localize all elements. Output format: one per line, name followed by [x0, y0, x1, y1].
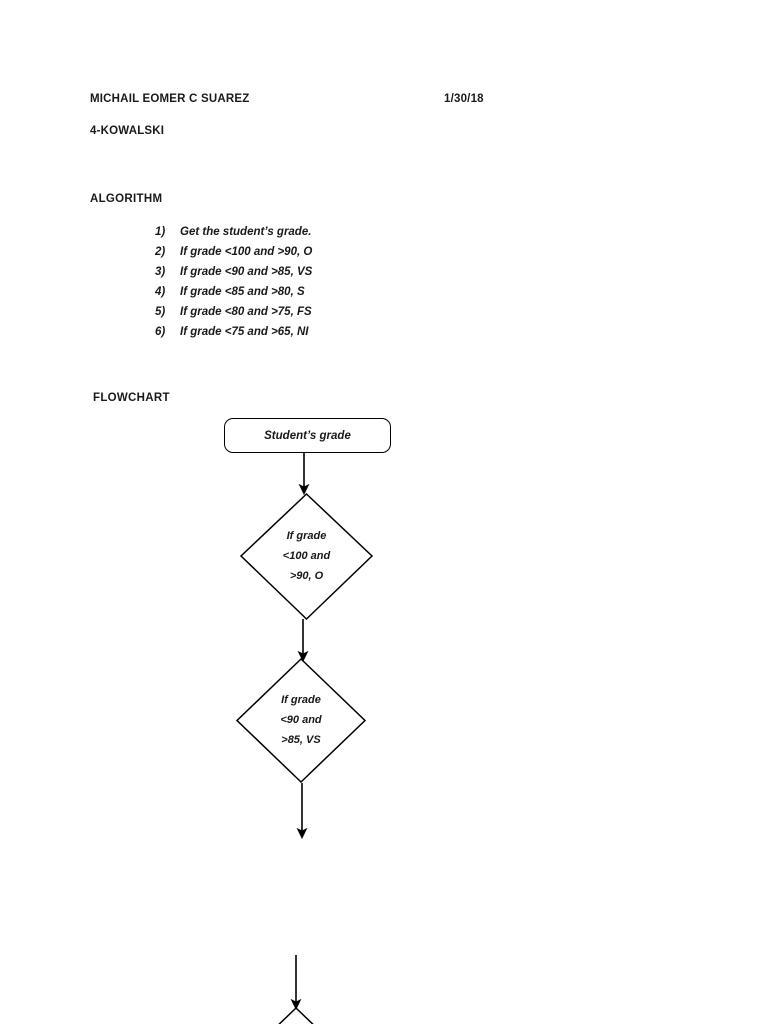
flowchart-terminator: Student’s grade: [224, 418, 391, 453]
decision-2-line-1: If grade: [281, 694, 321, 706]
list-item: 2) If grade <100 and >90, O: [155, 246, 485, 266]
list-item: 4) If grade <85 and >80, S: [155, 286, 485, 306]
list-item: 3) If grade <90 and >85, VS: [155, 266, 485, 286]
terminator-label: Student’s grade: [264, 429, 351, 442]
list-item-number: 2): [155, 246, 166, 258]
list-item-text: If grade <75 and >65, NI: [180, 326, 309, 338]
list-item-text: If grade <80 and >75, FS: [180, 306, 312, 318]
list-item: 5) If grade <80 and >75, FS: [155, 306, 485, 326]
list-item-text: If grade <90 and >85, VS: [180, 266, 313, 278]
list-item-text: If grade <85 and >80, S: [180, 286, 305, 298]
list-item-number: 6): [155, 326, 166, 338]
list-item-number: 1): [155, 226, 166, 238]
decision-1-line-3: >90, O: [289, 570, 324, 582]
list-item-text: If grade <100 and >90, O: [180, 246, 313, 258]
flowchart-decision-1: If grade <100 and >90, O: [241, 493, 372, 619]
decision-2-line-2: <90 and: [280, 714, 322, 726]
section-code: 4-KOWALSKI: [90, 125, 165, 137]
list-item-number: 5): [155, 306, 166, 318]
algorithm-list: 1) Get the student’s grade. 2) If grade …: [155, 226, 485, 346]
decision-2-line-3: >85, VS: [281, 734, 321, 746]
list-item: 1) Get the student’s grade.: [155, 226, 485, 246]
decision-1-label: If grade <100 and >90, O: [241, 493, 372, 619]
student-name: MICHAIL EOMER C SUAREZ: [90, 93, 250, 105]
list-item-number: 3): [155, 266, 166, 278]
decision-2-label: If grade <90 and >85, VS: [237, 658, 365, 782]
document-date: 1/30/18: [444, 93, 484, 105]
decision-1-line-2: <100 and: [282, 550, 331, 562]
decision-1-line-1: If grade: [286, 530, 327, 542]
algorithm-heading: ALGORITHM: [90, 193, 163, 205]
flowchart-decision-2: If grade <90 and >85, VS: [237, 658, 365, 782]
list-item-text: Get the student’s grade.: [180, 226, 312, 238]
flowchart-heading: FLOWCHART: [93, 392, 170, 404]
list-item: 6) If grade <75 and >65, NI: [155, 326, 485, 346]
list-item-number: 4): [155, 286, 166, 298]
